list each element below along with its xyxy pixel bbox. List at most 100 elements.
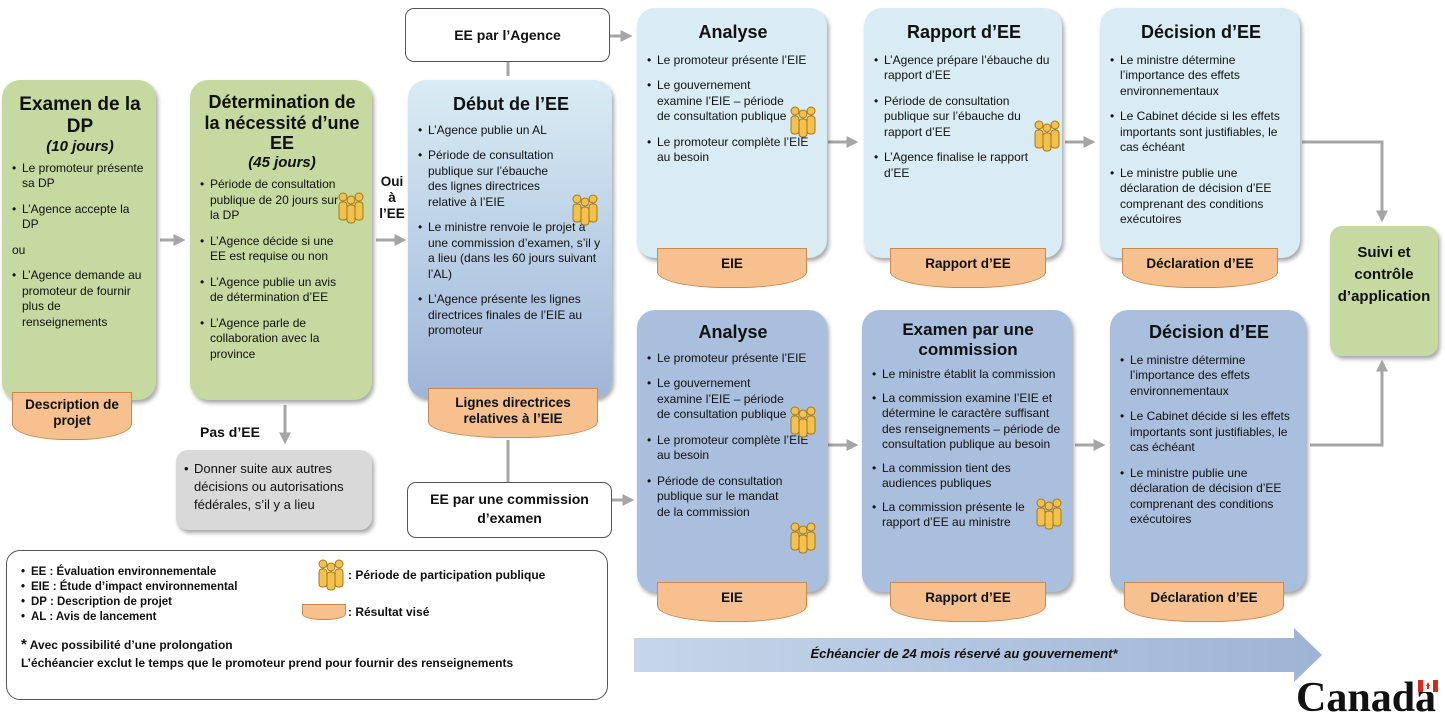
follow-up-box: Suivi et contrôle d’application [1330, 226, 1438, 356]
list-item: L’Agence prépare l’ébauche du rapport d’… [874, 53, 1054, 84]
panel-decision-output-label: Déclaration d’EE [1150, 590, 1258, 605]
footnote-mark: * [21, 636, 27, 653]
determination-title: Détermination de la nécessité d’une EE [204, 92, 360, 154]
list-item: Le Cabinet décide si les effets importan… [1110, 109, 1292, 156]
pd-output-label: Description de projet [25, 397, 119, 428]
canada-wordmark: Canada [1296, 675, 1437, 721]
legend-item: DP : Description de projet [21, 595, 281, 609]
list-item: Le gouvernement examine l’EIE – période … [647, 78, 789, 125]
people-icon [572, 194, 598, 226]
list-item: Période de consultation publique sur l’é… [418, 148, 570, 210]
list-item: L’Agence demande au promoteur de fournir… [12, 268, 148, 330]
list-item: L’Agence finalise le rapport d’EE [874, 150, 1054, 181]
panel-review-title: Examen par une commission [902, 320, 1034, 359]
people-icon [318, 559, 344, 591]
legend-item: AL : Avis de lancement [21, 610, 281, 624]
ea-start-title: Début de l’EE [452, 94, 569, 114]
panel-review-output-label: Rapport d’EE [925, 590, 1011, 605]
panel-analysis-output-label: EIE [721, 590, 743, 605]
no-ea-label: Pas d’EE [200, 424, 260, 440]
agency-track-label: EE par l’Agence [405, 8, 610, 62]
legend-public-participation: : Période de participation publique [348, 568, 546, 582]
agency-report-box: Rapport d’EE L’Agence prépare l’ébauche … [864, 8, 1062, 258]
ea-start-output-document: Lignes directrices relatives à l’EIE [428, 388, 598, 438]
agency-decision-title: Décision d’EE [1140, 22, 1262, 42]
list-item: Le ministre détermine l’importance des e… [1120, 353, 1298, 400]
agency-decision-output-document: Déclaration d’EE [1122, 248, 1278, 288]
list-item: La commission présente le rapport d’EE a… [872, 500, 1064, 531]
panel-analysis-list: Le promoteur présente l’EIE Le gouvernem… [647, 351, 819, 521]
list-item: Le ministre détermine l’importance des e… [1110, 53, 1292, 100]
people-icon [790, 406, 816, 438]
follow-up-title: Suivi et contrôle d’application [1337, 244, 1431, 305]
pd-review-list: Le promoteur présente sa DP L’Agence acc… [12, 161, 148, 331]
timeline-label: Échéancier de 24 mois réservé au gouvern… [810, 646, 1118, 661]
panel-review-output-document: Rapport d’EE [890, 582, 1046, 622]
list-item: Le Cabinet décide si les effets importan… [1120, 409, 1298, 456]
legend-item: EIE : Étude d’impact environnemental [21, 580, 281, 594]
panel-analysis-title: Analyse [698, 322, 768, 342]
list-item: Le promoteur présente sa DP [12, 161, 148, 192]
list-item: Le promoteur présente l’EIE [647, 351, 819, 367]
footnote-line-1: Avec possibilité d’une prolongation [29, 638, 233, 652]
pd-review-box: Examen de la DP (10 jours) Le promoteur … [2, 80, 156, 400]
pd-review-title: Examen de la DP [19, 94, 141, 137]
list-item: L’Agence accepte la DP [12, 202, 148, 233]
people-icon [338, 192, 364, 224]
agency-report-title: Rapport d’EE [906, 22, 1021, 42]
document-icon [302, 604, 346, 620]
agency-decision-list: Le ministre détermine l’importance des e… [1110, 53, 1292, 228]
legend-intended-result: : Résultat visé [348, 605, 430, 619]
pd-output-document: Description de projet [12, 392, 132, 440]
ea-start-box: Début de l’EE L’Agence publie un AL Péri… [408, 80, 612, 398]
legend-abbreviations: EE : Évaluation environnementale EIE : É… [21, 565, 281, 624]
determination-list: Période de consultation publique de 20 j… [200, 177, 348, 362]
list-item: La commission examine l’EIE et détermine… [872, 391, 1064, 453]
list-item: L’Agence parle de collaboration avec la … [200, 316, 348, 363]
agency-decision-box: Décision d’EE Le ministre détermine l’im… [1100, 8, 1300, 258]
list-item: Le gouvernement examine l’EIE – période … [647, 376, 795, 423]
agency-analysis-output-document: EIE [657, 248, 807, 288]
agency-analysis-output-label: EIE [721, 256, 743, 271]
determination-duration: (45 jours) [248, 154, 316, 172]
panel-decision-list: Le ministre détermine l’importance des e… [1120, 353, 1298, 528]
list-item: Période de consultation publique sur l’é… [874, 94, 1024, 141]
footnote-line-2: L’échéancier exclut le temps que le prom… [21, 656, 514, 670]
canada-flag-icon [1418, 680, 1438, 692]
people-icon [1034, 120, 1060, 152]
pd-review-duration: (10 jours) [46, 137, 114, 155]
list-item: Le promoteur présente l’EIE [647, 53, 819, 69]
timeline-arrow-icon [634, 628, 1322, 682]
connector-arrows [160, 30, 1388, 506]
panel-review-list: Le ministre établit la commission La com… [872, 367, 1064, 531]
panel-analysis-box: Analyse Le promoteur présente l’EIE Le g… [637, 310, 827, 592]
agency-decision-output-label: Déclaration d’EE [1146, 256, 1254, 271]
agency-analysis-list: Le promoteur présente l’EIE Le gouvernem… [647, 53, 819, 166]
agency-report-output-label: Rapport d’EE [925, 256, 1011, 271]
panel-decision-title: Décision d’EE [1148, 322, 1270, 342]
panel-review-box: Examen par une commission Le ministre ét… [862, 310, 1072, 592]
arrow-decision-to-followup-top [1302, 140, 1388, 223]
list-item: L’Agence décide si une EE est requise ou… [200, 234, 348, 265]
arrow-decision-to-followup-bottom [1310, 359, 1388, 447]
agency-report-output-document: Rapport d’EE [890, 248, 1046, 288]
list-item: Le ministre établit la commission [872, 367, 1064, 383]
list-item: Le ministre renvoie le projet à une comm… [418, 220, 604, 282]
agency-analysis-title: Analyse [698, 22, 768, 42]
yes-label: Oui à l’EE [379, 174, 405, 221]
list-item: Période de consultation publique de 20 j… [200, 177, 348, 224]
list-item: L’Agence publie un avis de détermination… [200, 275, 348, 306]
panel-decision-output-document: Déclaration d’EE [1124, 582, 1284, 622]
people-icon [790, 522, 816, 554]
list-item: Le promoteur complète l’EIE au besoin [647, 433, 819, 464]
list-item: Période de consultation publique sur le … [647, 474, 795, 521]
panel-analysis-output-document: EIE [657, 582, 807, 622]
list-item: L’Agence publie un AL [418, 123, 604, 139]
no-ea-list: Donner suite aux autres décisions ou aut… [184, 460, 364, 514]
people-icon [790, 106, 816, 138]
list-item: Le ministre publie une déclaration de dé… [1110, 166, 1292, 228]
agency-report-list: L’Agence prépare l’ébauche du rapport d’… [874, 53, 1054, 182]
legend-item: EE : Évaluation environnementale [21, 565, 281, 579]
legend-box: EE : Évaluation environnementale EIE : É… [6, 550, 608, 700]
determination-box: Détermination de la nécessité d’une EE (… [190, 80, 372, 400]
